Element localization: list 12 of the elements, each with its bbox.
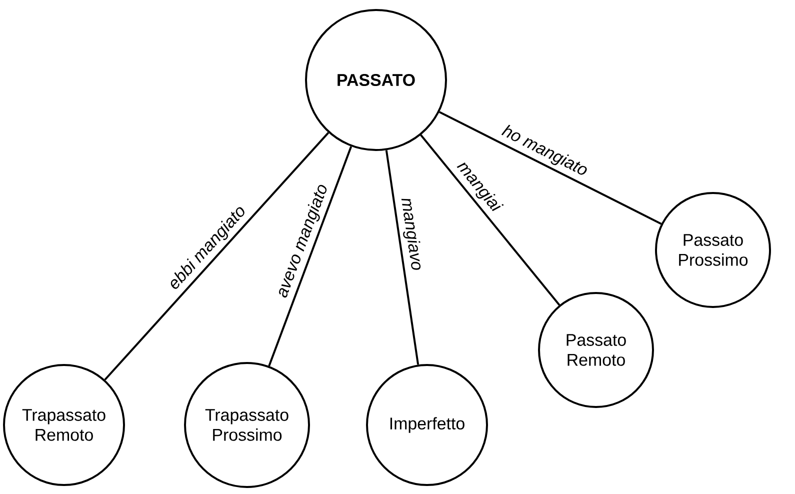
edge-label: mangiavo (401, 198, 421, 270)
connector-line (385, 150, 420, 365)
connector-line (438, 111, 662, 225)
circle-node: Trapassato Remoto (3, 364, 125, 486)
connector-line (104, 132, 330, 380)
connector-line (420, 134, 560, 306)
circle-node: Imperfetto (366, 364, 488, 486)
circle-node: Passato Remoto (538, 292, 654, 408)
connector-line (268, 146, 352, 366)
circle-node: PASSATO (305, 9, 447, 151)
circle-node: Passato Prossimo (655, 192, 771, 308)
circle-node: Trapassato Prossimo (184, 362, 310, 488)
